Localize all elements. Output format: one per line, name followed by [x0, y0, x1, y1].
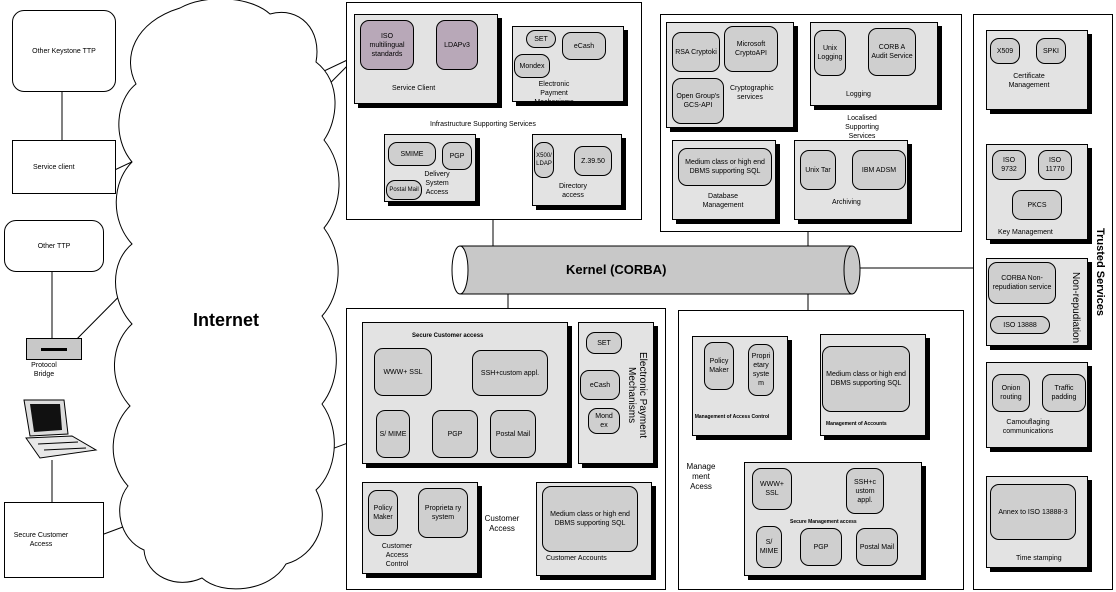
ibm-adsm-pill[interactable]: IBM ADSM [852, 150, 906, 190]
x500-ldap-pill[interactable]: X500/ LDAP [534, 142, 554, 178]
certificate-mgmt-label: Certificate Management [1008, 73, 1050, 89]
trusted-services-title: Trusted Services [1094, 228, 1106, 317]
postal-mail-customer-pill[interactable]: Postal Mail [490, 410, 536, 458]
secure-customer-access-box[interactable]: Secure Customer Access [4, 502, 104, 578]
traffic-padding-pill[interactable]: Traffic padding [1042, 374, 1086, 412]
protocol-bridge-icon[interactable] [26, 338, 82, 360]
database-label: Database Management [702, 193, 744, 209]
other-ttp-label: Other TTP [37, 242, 71, 250]
infrastructure-title: Infrastructure Supporting Services [430, 121, 536, 128]
internet-cloud [112, 0, 340, 590]
archiving-label: Archiving [832, 199, 861, 206]
epm-customer-label: Electronic Payment Mechanisms [626, 351, 648, 439]
corba-audit-pill[interactable]: CORB A Audit Service [868, 28, 916, 76]
other-keystone-ttp-label: Other Keystone TTP [32, 47, 96, 55]
ssh-mgmt-pill[interactable]: SSH+c ustom appl. [846, 468, 884, 514]
laptop-icon [23, 399, 98, 459]
onion-routing-pill[interactable]: Onion routing [992, 374, 1030, 412]
iso-multilingual-pill[interactable]: ISO multilingual standards [360, 20, 414, 70]
unix-tar-pill[interactable]: Unix Tar [800, 150, 836, 190]
secure-management-title: Secure Management access [790, 519, 857, 525]
service-client-box[interactable]: Service client [12, 140, 116, 194]
secure-customer-title: Secure Customer access [412, 333, 484, 339]
iso9732-pill[interactable]: ISO 9732 [992, 150, 1026, 180]
accounts-dbms-pill[interactable]: Medium class or high end DBMS supporting… [542, 486, 638, 552]
db-dbms-pill[interactable]: Medium class or high end DBMS supporting… [678, 148, 772, 186]
service-client-label: Service client [33, 164, 75, 171]
z3950-pill[interactable]: Z.39.50 [574, 146, 612, 176]
localised-title: Localised Supporting Services [845, 115, 879, 140]
kernel-label: Kernel (CORBA) [566, 262, 667, 277]
corba-nonrep-pill[interactable]: CORBA Non-repudiation service [988, 262, 1056, 304]
pkcs-pill[interactable]: PKCS [1012, 190, 1062, 220]
camouflage-label: Camouflaging communications [1002, 419, 1054, 435]
nonrep-label: Non-repudiation [1070, 272, 1081, 344]
smime-pill[interactable]: SMIME [388, 142, 436, 166]
kernel-cylinder [451, 245, 861, 295]
smime-mgmt-pill[interactable]: S/ MIME [756, 526, 782, 568]
spki-pill[interactable]: SPKI [1036, 38, 1066, 64]
annex-iso-pill[interactable]: Annex to ISO 13888-3 [990, 484, 1076, 540]
postal-mail-infra-pill[interactable]: Postal Mail [386, 180, 422, 200]
unix-logging-pill[interactable]: Unix Logging [814, 30, 846, 76]
customer-access-control-label: Customer Access Control [381, 543, 413, 568]
other-ttp-box[interactable]: Other TTP [4, 220, 104, 272]
logging-label: Logging [846, 91, 871, 98]
ecash-pill[interactable]: eCash [562, 32, 606, 60]
gcs-api-pill[interactable]: Open Group's GCS-API [672, 78, 724, 124]
postal-mail-mgmt-pill[interactable]: Postal Mail [856, 528, 898, 566]
ssh-custom-pill[interactable]: SSH+custom appl. [472, 350, 548, 396]
customer-accounts-label: Customer Accounts [546, 555, 607, 562]
ldapv3-pill[interactable]: LDAPv3 [436, 20, 478, 70]
customer-access-label: Customer Access [484, 514, 520, 533]
pgp-infra-pill[interactable]: PGP [442, 142, 472, 170]
x509-pill[interactable]: X509 [990, 38, 1020, 64]
epm-infra-label: Electronic Payment Mechanisms [534, 81, 574, 106]
rsa-cryptoki-pill[interactable]: RSA Cryptoki [672, 32, 720, 72]
timestamp-label: Time stamping [1016, 555, 1062, 562]
policy-maker-mgmt-pill[interactable]: Policy Maker [704, 342, 734, 390]
other-keystone-ttp-box[interactable]: Other Keystone TTP [12, 10, 116, 92]
mondex-customer-pill[interactable]: Mond ex [588, 408, 620, 434]
management-access-control-label: Management of Access Control [694, 414, 770, 420]
pgp-customer-pill[interactable]: PGP [432, 410, 478, 458]
service-client-group-label: Service Client [392, 85, 436, 92]
proprietary-mgmt-pill[interactable]: Propri etary syste m [748, 344, 774, 396]
set-customer-pill[interactable]: SET [586, 332, 622, 354]
protocol-bridge-label: Protocol Bridge [31, 362, 57, 378]
iso13888-pill[interactable]: ISO 13888 [990, 316, 1050, 334]
mondex-pill[interactable]: Mondex [514, 54, 550, 78]
ecash-customer-pill[interactable]: eCash [580, 370, 620, 400]
secure-customer-access-label: Secure Customer Access [13, 532, 69, 548]
internet-label: Internet [193, 310, 260, 330]
key-mgmt-label: Key Management [998, 229, 1053, 236]
management-access-label: Manage ment Acess [686, 462, 716, 491]
pgp-mgmt-pill[interactable]: PGP [800, 528, 842, 566]
www-ssl-pill[interactable]: WWW+ SSL [374, 348, 432, 396]
directory-access-label: Directory access [558, 183, 587, 199]
smime-customer-pill[interactable]: S/ MIME [376, 410, 410, 458]
set-pill[interactable]: SET [526, 30, 556, 48]
www-ssl-mgmt-pill[interactable]: WWW+ SSL [752, 468, 792, 510]
delivery-system-label: Delivery System Access [424, 171, 450, 196]
ms-cryptoapi-pill[interactable]: Microsoft CryptoAPI [724, 26, 778, 72]
management-accounts-label: Management of Accounts [826, 421, 887, 427]
proprietary-customer-pill[interactable]: Proprieta ry system [418, 488, 468, 538]
iso11770-pill[interactable]: ISO 11770 [1038, 150, 1072, 180]
policy-maker-customer-pill[interactable]: Policy Maker [368, 490, 398, 536]
crypto-label: Cryptographic services [730, 85, 774, 101]
mgmt-dbms-pill[interactable]: Medium class or high end DBMS supporting… [822, 346, 910, 412]
